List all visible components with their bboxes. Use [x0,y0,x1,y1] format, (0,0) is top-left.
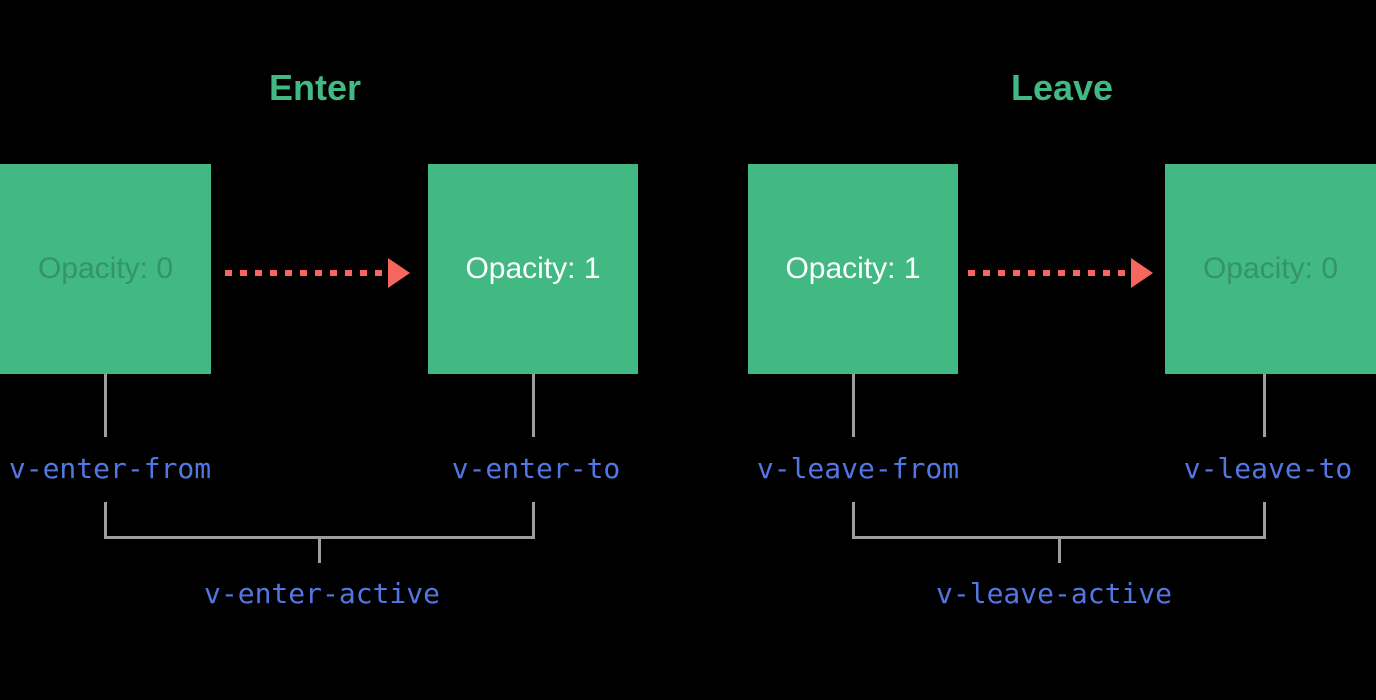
connector-line [852,374,855,437]
enter-transition-dashed-line [225,270,389,276]
leave-to-box: Opacity: 0 [1165,164,1376,374]
bracket-stem-line [318,539,321,563]
leave-from-class-label: v-leave-from [756,452,960,485]
bracket-stem-line [1058,539,1061,563]
bracket-stub-line [104,502,107,536]
leave-arrow-head-icon [1131,258,1153,288]
bracket-bar-line [852,536,1266,539]
enter-section-title: Enter [268,67,362,108]
leave-transition-dashed-line [968,270,1132,276]
connector-line [1263,374,1266,437]
leave-from-box: Opacity: 1 [748,164,958,374]
enter-to-box: Opacity: 1 [428,164,638,374]
leave-active-class-label: v-leave-active [935,577,1173,610]
opacity-label: Opacity: 1 [465,252,601,285]
opacity-label: Opacity: 0 [37,252,174,285]
enter-from-box: Opacity: 0 [0,164,211,374]
connector-line [532,374,535,437]
enter-active-class-label: v-enter-active [203,577,441,610]
bracket-stub-line [1263,502,1266,536]
enter-arrow-head-icon [388,258,410,288]
leave-section-title: Leave [1010,67,1114,108]
connector-line [104,374,107,437]
opacity-label: Opacity: 1 [785,252,921,285]
enter-from-class-label: v-enter-from [8,452,212,485]
bracket-stub-line [852,502,855,536]
leave-to-class-label: v-leave-to [1183,452,1353,485]
bracket-stub-line [532,502,535,536]
bracket-bar-line [104,536,535,539]
enter-to-class-label: v-enter-to [451,452,621,485]
opacity-label: Opacity: 0 [1202,252,1339,285]
